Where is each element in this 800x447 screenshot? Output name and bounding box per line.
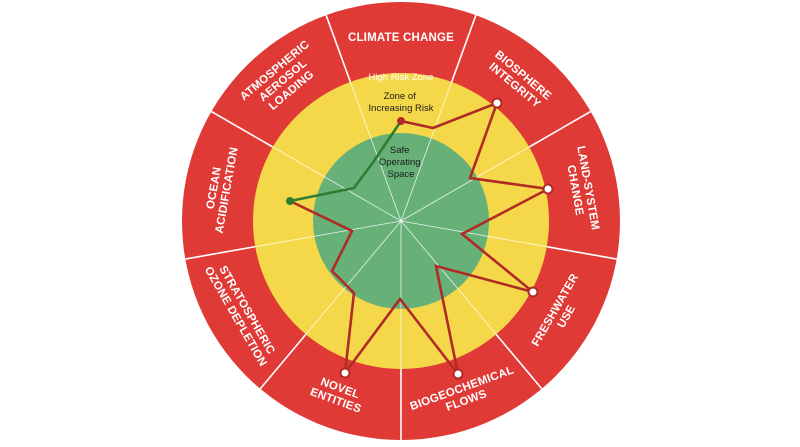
segment-divider-outer — [185, 245, 256, 260]
climate-change-label: CLIMATE CHANGE — [348, 32, 454, 44]
segment-divider-inner — [255, 220, 402, 248]
safe-boundary-line — [289, 120, 403, 203]
segment-divider-inner — [272, 146, 402, 222]
segment-divider-outer — [495, 333, 543, 390]
high-risk-zone-label: High Risk Zone — [369, 72, 434, 83]
segment-divider-outer — [210, 110, 274, 148]
segment-divider-outer — [546, 245, 617, 260]
segment-divider-outer — [325, 14, 352, 83]
segment-dividers — [185, 14, 617, 440]
safe-operating-space-label: Safe Operating Space — [379, 145, 423, 180]
svg-text:CLIMATE CHANGE: CLIMATE CHANGE — [348, 32, 454, 44]
boundary-marker — [542, 183, 554, 195]
segment-divider-outer — [528, 110, 592, 148]
boundary-marker — [527, 286, 539, 298]
segment-divider-inner — [400, 220, 547, 248]
segment-divider-inner — [400, 146, 530, 222]
boundary-marker — [452, 368, 464, 380]
segment-divider-outer — [450, 14, 477, 83]
increasing-risk-zone-label: Zone of Increasing Risk — [369, 91, 434, 114]
segment-divider-inner — [350, 81, 402, 222]
boundary-status-line — [286, 97, 554, 380]
boundary-marker — [491, 97, 503, 109]
exceeded-boundary-line — [289, 100, 553, 378]
segment-divider-inner — [400, 81, 452, 222]
segment-divider-inner — [305, 220, 402, 335]
boundary-marker — [397, 117, 405, 125]
segment-divider-outer — [259, 333, 307, 390]
boundary-marker — [339, 367, 351, 379]
boundary-marker — [286, 197, 294, 205]
segment-divider-inner — [400, 220, 497, 335]
